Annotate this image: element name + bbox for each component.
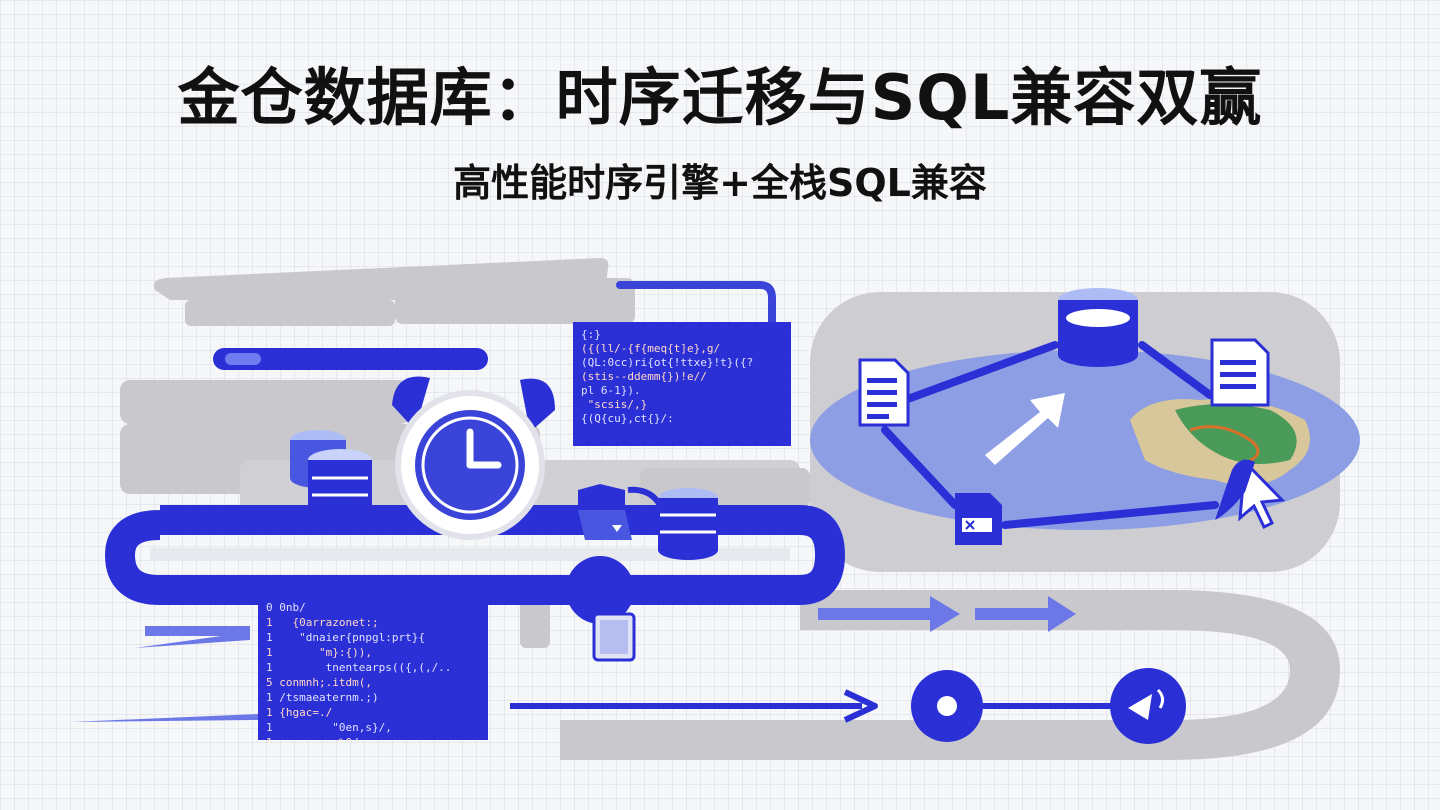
map-terrain-icon xyxy=(1130,399,1310,486)
page-subtitle: 高性能时序引擎+全栈SQL兼容 xyxy=(453,161,987,205)
database-icon xyxy=(658,488,718,560)
document-icon xyxy=(592,612,636,662)
arrow-up-right-icon xyxy=(985,393,1065,465)
database-stack-icon xyxy=(290,430,372,523)
pointer-cursor-icon xyxy=(1215,458,1286,530)
progress-pill xyxy=(213,348,488,370)
page-title: 金仓数据库：时序迁移与SQL兼容双赢 xyxy=(177,61,1263,134)
code-snippet-panel: 0 0nb/ 1 {0arrazonet:; 1 "dnaier{pnpgl:p… xyxy=(258,596,488,740)
code-snippet-panel: {:} ({(ll/-{f{meq{t]e},g/ (QL:0cc)ri{ot{… xyxy=(573,322,791,446)
record-button-icon xyxy=(911,670,983,742)
document-icon xyxy=(1210,338,1270,407)
play-button-icon xyxy=(1110,668,1186,744)
network-connections xyxy=(881,341,1219,529)
arrow-right-icon xyxy=(818,596,960,632)
database-cylinder-icon xyxy=(1058,288,1138,367)
top-connector-line xyxy=(616,281,776,334)
migration-track xyxy=(105,505,845,605)
track-node xyxy=(566,556,634,624)
document-icon xyxy=(858,358,910,427)
speed-lines xyxy=(70,626,258,722)
bottom-flow-arrow xyxy=(510,689,878,723)
arrow-right-icon xyxy=(975,596,1076,632)
code-file-icon xyxy=(955,493,1002,545)
alarm-clock-icon xyxy=(392,376,555,540)
